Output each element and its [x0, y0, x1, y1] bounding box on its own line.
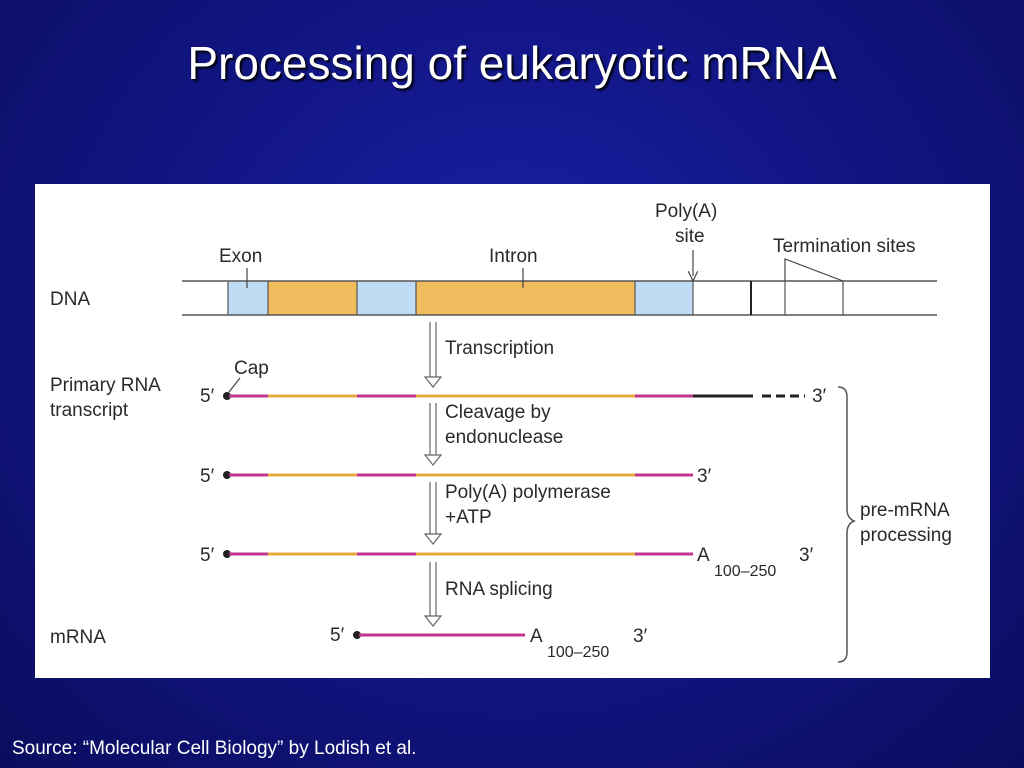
cleavage-step-label-2: endonuclease — [445, 427, 563, 448]
primary-3-prime: 3′ — [812, 386, 827, 407]
primary-5-prime: 5′ — [200, 386, 215, 407]
transcription-arrow — [423, 322, 443, 388]
mrna-strand — [353, 631, 525, 639]
polya-site-label-1: Poly(A) — [655, 201, 717, 222]
mrna-processing-diagram: DNA Exon Intron Poly(A) site Terminat — [50, 201, 952, 663]
polymerase-step-label-1: Poly(A) polymerase — [445, 482, 611, 503]
polyadenylated-transcript-strand — [223, 550, 693, 558]
pre-mrna-bracket — [837, 386, 856, 663]
source-citation: Source: “Molecular Cell Biology” by Lodi… — [12, 738, 417, 759]
mrna-poly-a: A — [530, 626, 543, 647]
mrna-3-prime: 3′ — [633, 626, 648, 647]
primary-transcript-strand — [223, 392, 805, 400]
dna-strand — [182, 280, 937, 316]
cap-label: Cap — [234, 358, 269, 379]
termination-sites-pointer — [784, 258, 844, 282]
primary-transcript-label-2: transcript — [50, 400, 129, 421]
polyadenylated-5-prime: 5′ — [200, 545, 215, 566]
mrna-poly-a-length: 100–250 — [547, 644, 609, 661]
exon-label: Exon — [219, 246, 262, 267]
mrna-label: mRNA — [50, 627, 106, 648]
polyadenylated-3-prime: 3′ — [799, 545, 814, 566]
cleavage-arrow — [423, 403, 443, 466]
polyadenylated-poly-a: A — [697, 545, 710, 566]
cleaved-3-prime: 3′ — [697, 466, 712, 487]
dna-label: DNA — [50, 289, 90, 310]
pre-mrna-label-2: processing — [860, 525, 952, 546]
intron-label: Intron — [489, 246, 538, 267]
transcription-step-label: Transcription — [445, 338, 554, 359]
cleavage-step-label-1: Cleavage by — [445, 402, 551, 423]
cleaved-5-prime: 5′ — [200, 466, 215, 487]
dna-exon-2 — [357, 281, 416, 315]
polyadenylated-poly-a-length: 100–250 — [714, 563, 776, 580]
diagram-panel: DNA Exon Intron Poly(A) site Terminat — [35, 184, 990, 678]
polymerase-step-label-2: +ATP — [445, 507, 492, 528]
dna-intron-1 — [268, 281, 357, 315]
splicing-arrow — [423, 562, 443, 627]
pre-mrna-label-1: pre-mRNA — [860, 500, 950, 521]
dna-intron-2 — [416, 281, 635, 315]
splicing-step-label: RNA splicing — [445, 579, 553, 600]
dna-exon-3 — [635, 281, 693, 315]
cap-pointer — [228, 377, 241, 393]
polyadenylation-arrow — [423, 482, 443, 545]
slide-title: Processing of eukaryotic mRNA — [187, 37, 837, 89]
polya-site-label-2: site — [675, 226, 705, 247]
dna-exon-1 — [228, 281, 268, 315]
mrna-5-prime: 5′ — [330, 625, 345, 646]
primary-transcript-label-1: Primary RNA — [50, 375, 161, 396]
cleaved-transcript-strand — [223, 471, 693, 479]
termination-sites-label: Termination sites — [773, 236, 916, 257]
